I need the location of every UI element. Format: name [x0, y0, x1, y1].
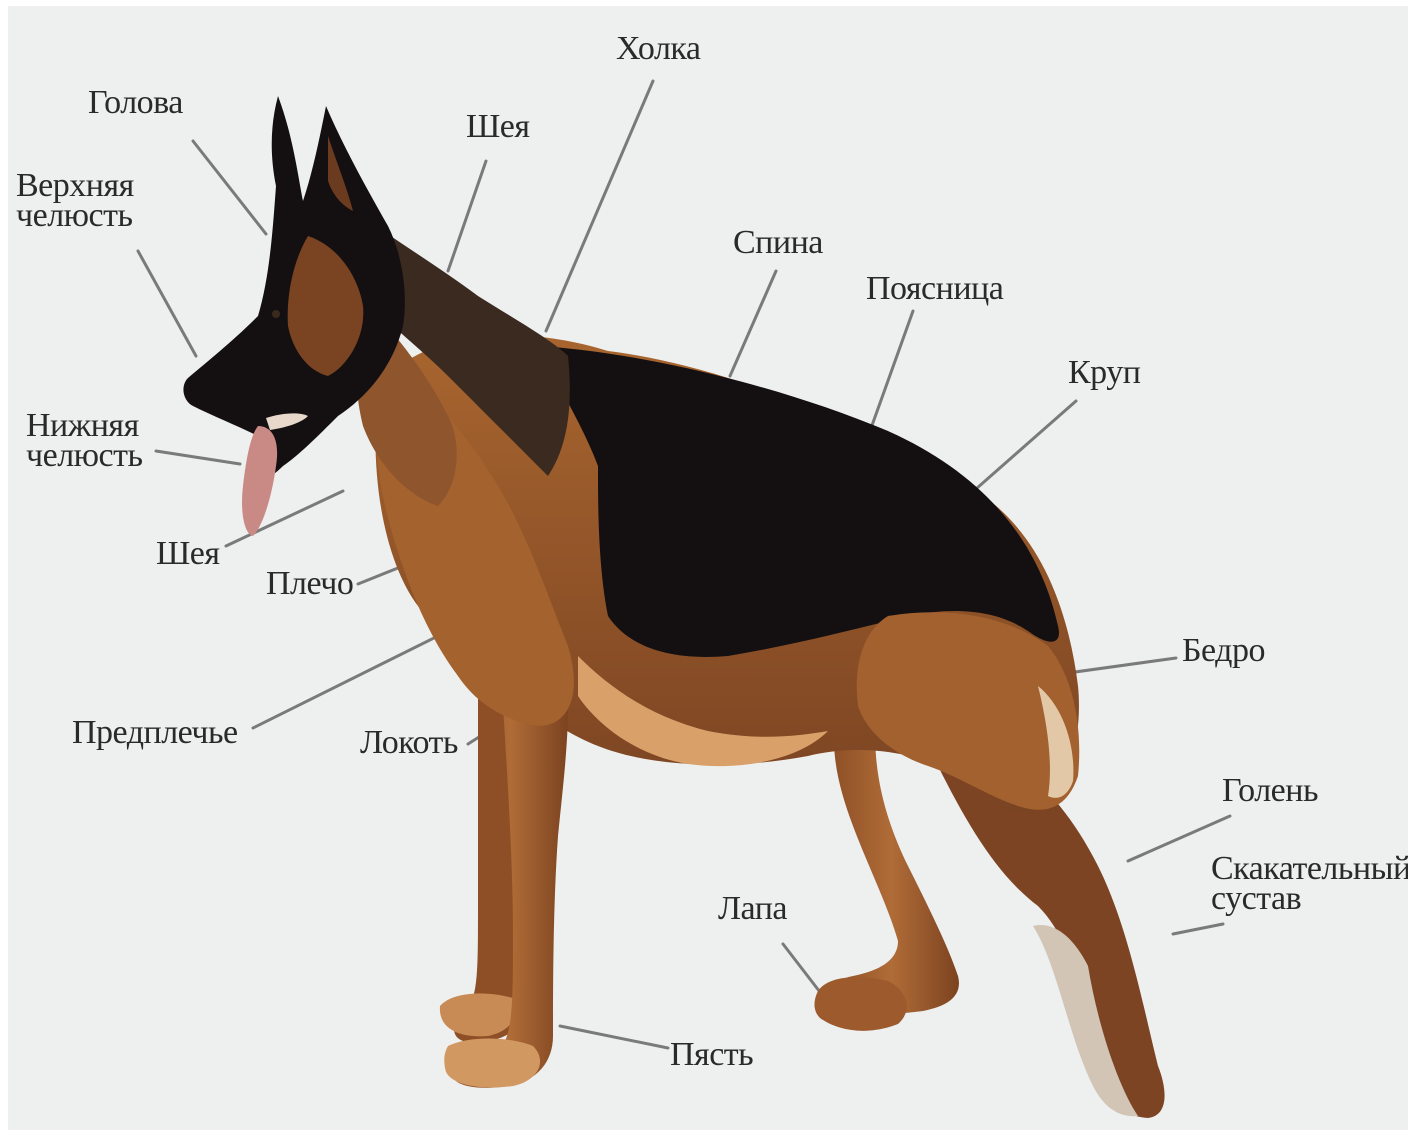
tongue: [242, 426, 277, 536]
label-sheya-front: Шея: [156, 539, 220, 569]
label-skakatelny-sustav: Скакательный сустав: [1211, 854, 1408, 914]
label-spina: Спина: [733, 228, 823, 258]
label-lokot: Локоть: [360, 728, 458, 758]
label-past: Пясть: [670, 1040, 753, 1070]
label-bedro: Бедро: [1182, 636, 1265, 666]
label-nizhnyaya-chelyust: Нижняя челюсть: [26, 411, 143, 471]
label-plecho: Плечо: [266, 569, 353, 599]
label-predplechye: Предплечье: [72, 718, 238, 748]
label-kholka: Холка: [616, 34, 701, 64]
hind-paw: [814, 977, 906, 1031]
eye: [272, 310, 280, 318]
label-krup: Круп: [1068, 358, 1140, 388]
label-sheya-top: Шея: [466, 112, 530, 142]
label-poyasnitsa: Поясница: [866, 274, 1003, 304]
label-golova: Голова: [88, 88, 183, 118]
label-golen: Голень: [1222, 776, 1318, 806]
label-verkhnyaya-chelyust: Верхняя челюсть: [16, 171, 134, 231]
label-lapa: Лапа: [718, 894, 787, 924]
diagram-frame: Голова Верхняя челюсть Нижняя челюсть Ше…: [8, 6, 1408, 1130]
front-paw-near: [444, 1039, 540, 1088]
body-saddle: [538, 346, 1059, 657]
